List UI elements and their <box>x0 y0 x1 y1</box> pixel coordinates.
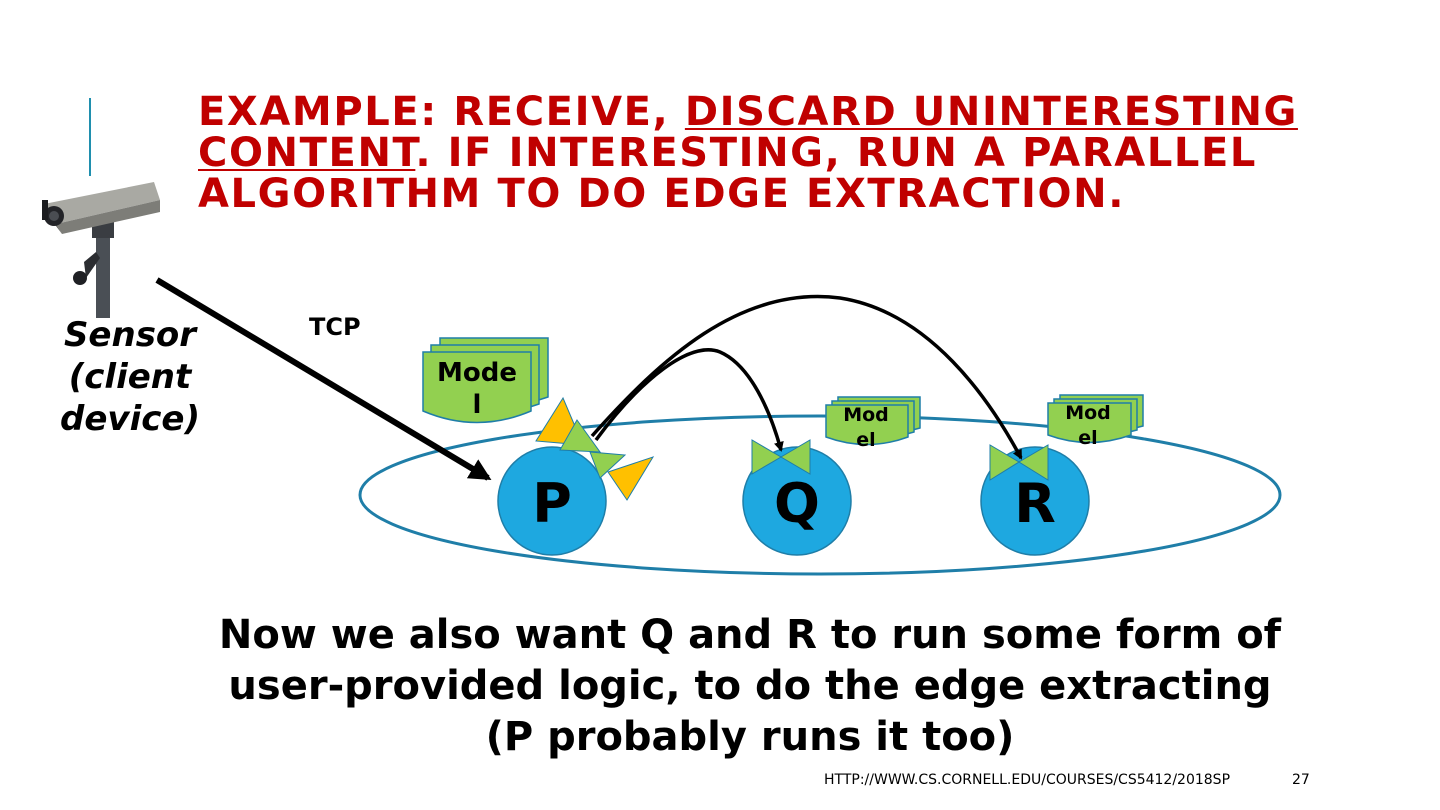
data-packets-p <box>535 396 655 501</box>
slide-title: Example: receive, discard uninteresting … <box>198 92 1398 215</box>
model-document-q: Mod el <box>825 396 921 451</box>
body-line3: (P probably runs it too) <box>485 714 1015 760</box>
title-part2: . If interesting, run a parallel algorit… <box>198 130 1258 217</box>
model-document-r: Mod el <box>1047 394 1144 449</box>
node-p <box>497 446 607 556</box>
sensor-label-line1: Sensor <box>63 315 197 355</box>
node-q <box>742 446 852 556</box>
model-q-line1: Mod <box>843 404 889 426</box>
node-p-label: P <box>532 472 572 535</box>
tcp-arrow <box>155 277 492 481</box>
node-r-label: R <box>1014 472 1056 535</box>
node-r <box>980 446 1090 556</box>
body-text: Now we also want Q and R to run some for… <box>150 610 1350 763</box>
security-camera-icon <box>42 182 160 318</box>
title-part1: Example: receive, <box>198 89 685 135</box>
title-underlined: discard uninteresting content <box>198 89 1298 176</box>
bowtie-r <box>989 444 1049 481</box>
arrow-p-to-r <box>590 294 1023 460</box>
footer-url: HTTP://WWW.CS.CORNELL.EDU/COURSES/CS5412… <box>824 772 1231 788</box>
model-q-line2: el <box>856 429 875 451</box>
tcp-label: TCP <box>309 313 361 341</box>
sensor-label: Sensor (client device) <box>40 314 220 440</box>
model-r-line2: el <box>1078 427 1097 449</box>
body-line2: user-provided logic, to do the edge extr… <box>228 663 1272 709</box>
model-r-line1: Mod <box>1065 402 1111 424</box>
model-p-line1: Mode <box>437 358 517 388</box>
node-q-label: Q <box>774 472 820 535</box>
group-ring <box>358 414 1282 576</box>
sensor-label-line2: (client <box>68 357 192 397</box>
body-line1: Now we also want Q and R to run some for… <box>218 612 1282 658</box>
sensor-label-line3: device) <box>60 399 200 439</box>
accent-line <box>89 98 91 176</box>
bowtie-q <box>751 439 811 475</box>
arrow-p-to-q <box>594 348 784 452</box>
model-document-p: Mode l <box>422 337 549 424</box>
model-p-line2: l <box>473 390 482 420</box>
page-number: 27 <box>1292 772 1310 788</box>
